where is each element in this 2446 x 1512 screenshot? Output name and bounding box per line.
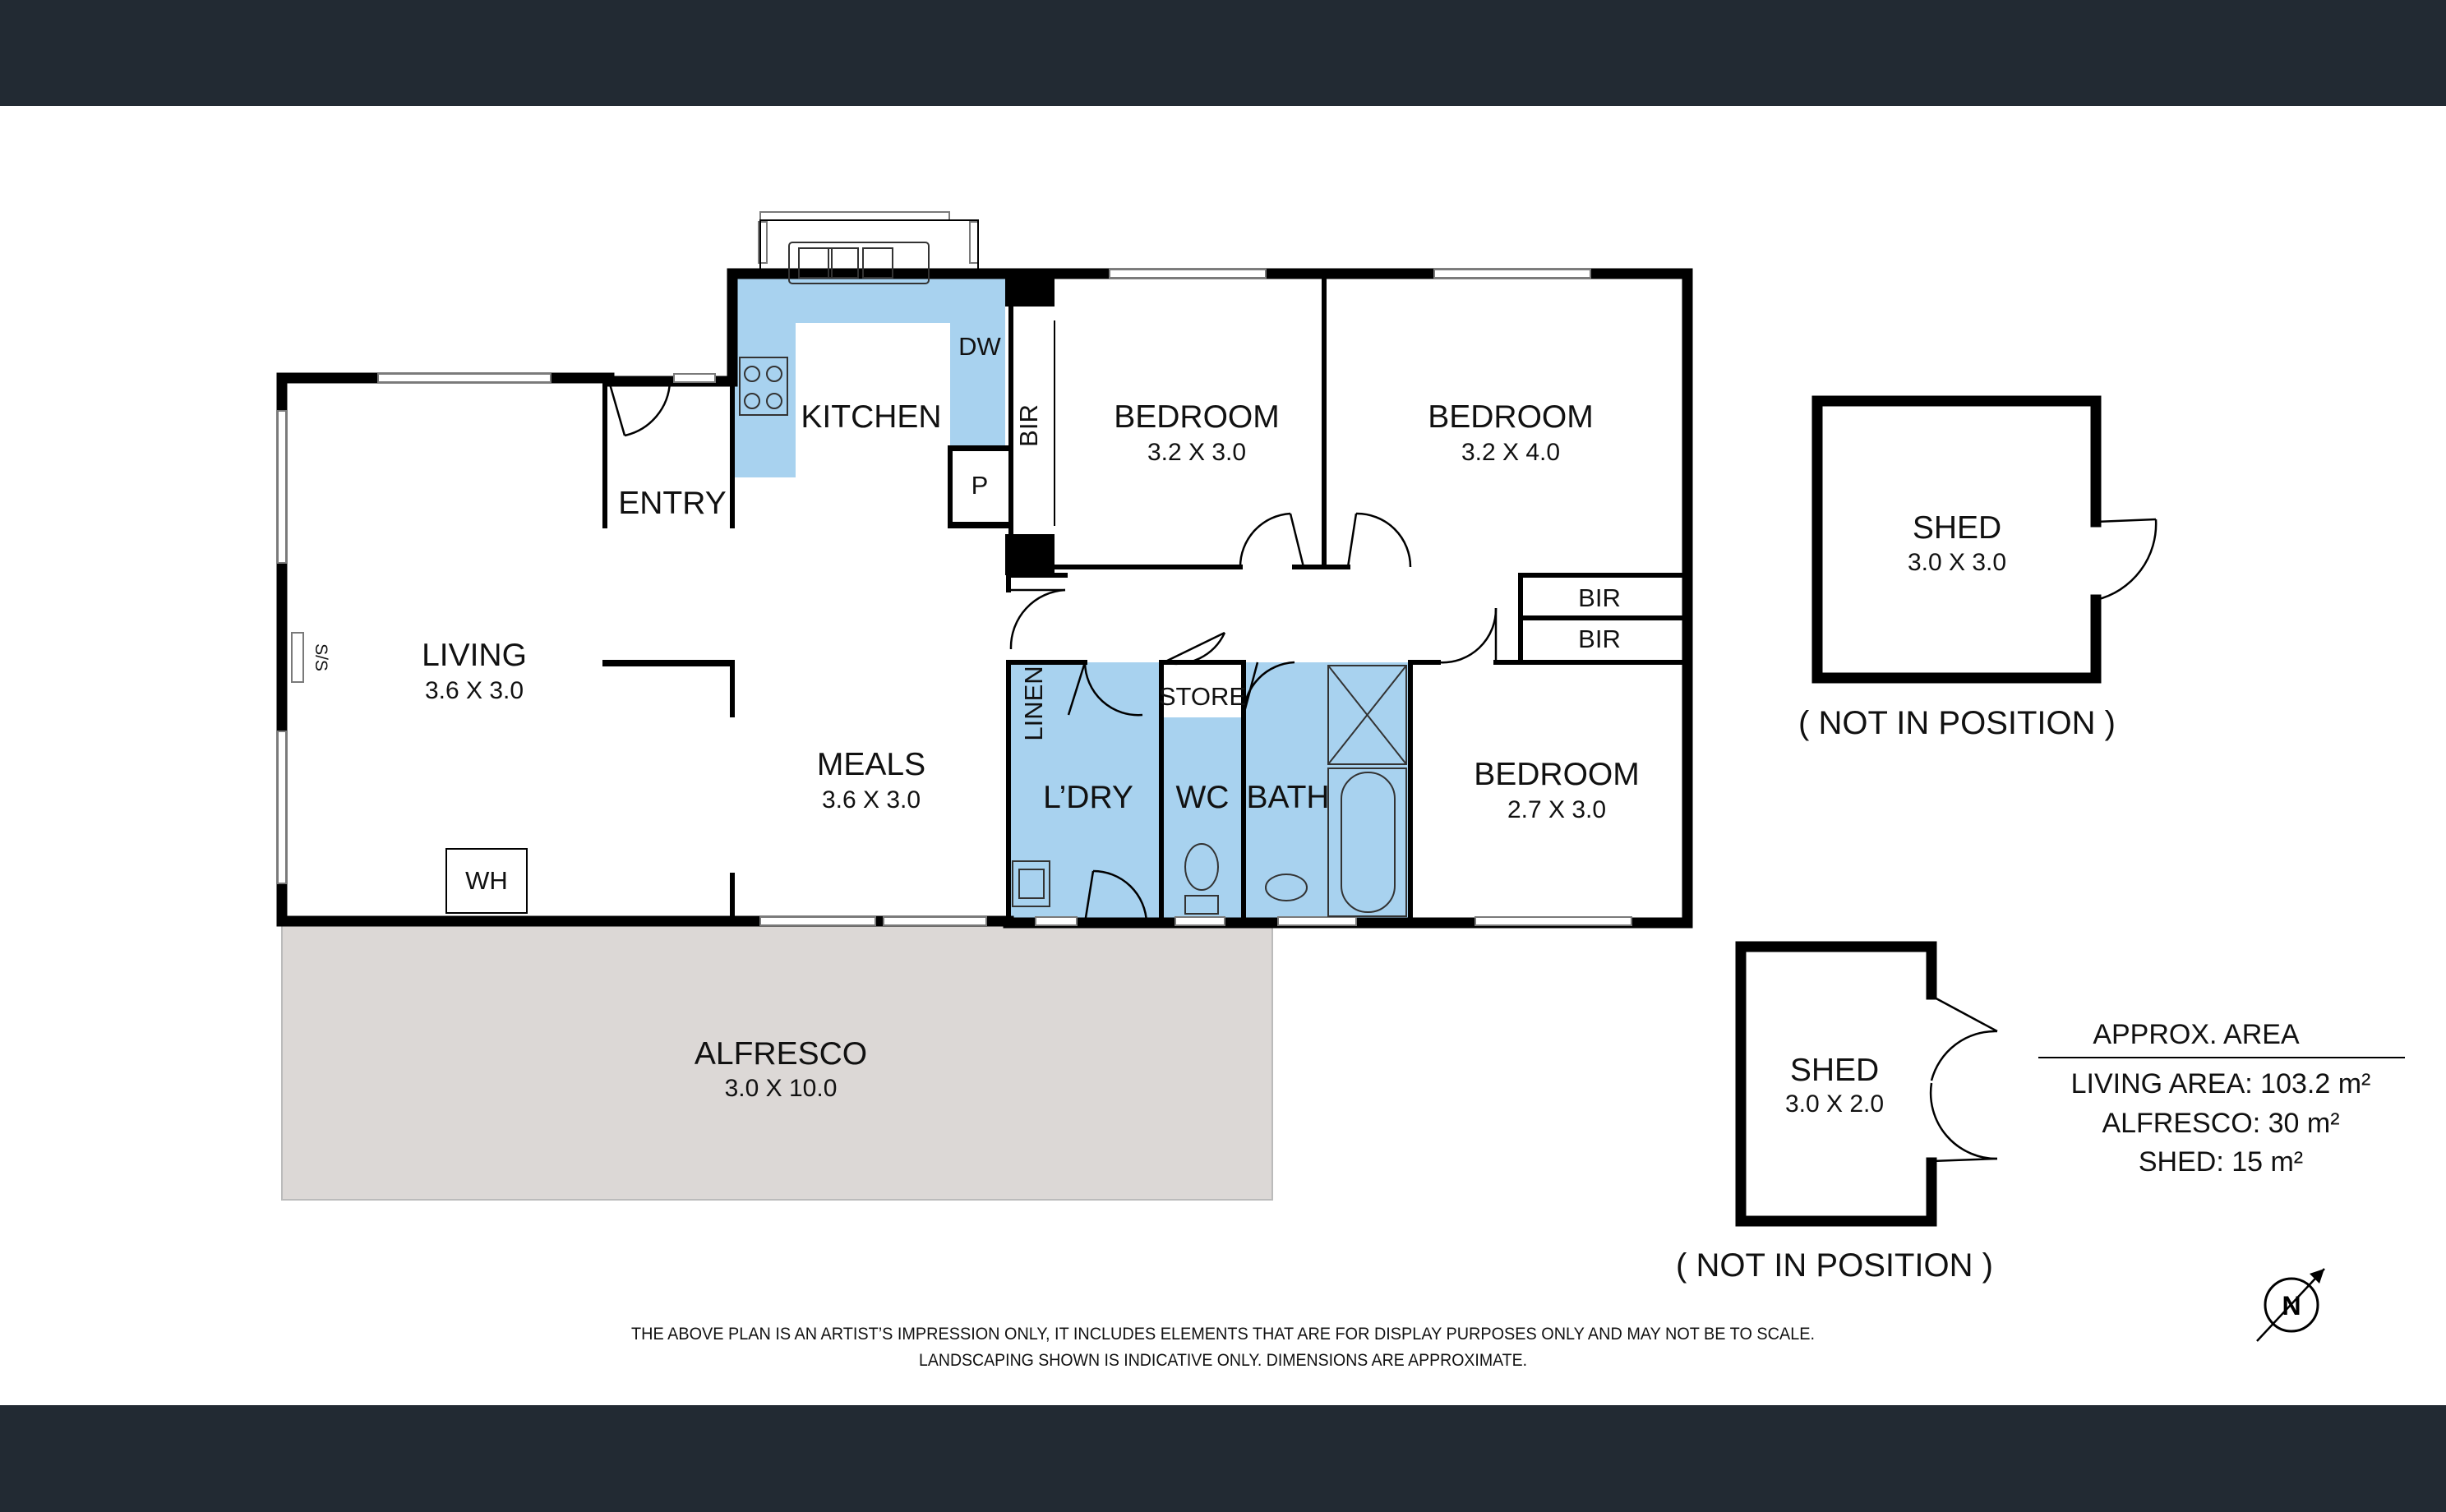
shed-1-dims: 3.0 X 3.0 [1908,549,2006,576]
water-heater-box [445,848,528,914]
north-compass-icon [2256,1268,2325,1342]
approx-area-heading: APPROX. AREA [2093,1019,2300,1050]
shed-2-dims: 3.0 X 2.0 [1785,1090,1884,1118]
shed-2-note: ( NOT IN POSITION ) [1676,1247,1993,1284]
shed-1 [1811,395,2158,684]
pantry-label: P [971,471,989,500]
laundry-trough-icon [1012,860,1050,907]
bedroom-2-label: BEDROOM [1428,399,1594,435]
shed-2-label: SHED [1790,1053,1879,1088]
entry-label: ENTRY [618,486,726,521]
wc-area [1161,717,1244,928]
pier-block [1005,534,1055,575]
cooktop-icon [739,357,788,416]
bedroom-2-dims: 3.2 X 4.0 [1461,439,1560,466]
store-label: STORE [1159,682,1246,711]
bedroom-3-dims: 2.7 X 3.0 [1507,796,1606,823]
linen-label: LINEN [1019,666,1048,740]
bathtub-icon [1327,768,1407,917]
meals-label: MEALS [817,747,925,782]
bedroom-1-dims: 3.2 X 3.0 [1147,439,1246,466]
bedroom-3-label: BEDROOM [1474,757,1640,792]
bath-area [1244,662,1410,928]
disclaimer-line-1: THE ABOVE PLAN IS AN ARTIST’S IMPRESSION… [631,1325,1815,1344]
approx-area-shed: SHED: 15 m² [2139,1146,2303,1178]
bir-label-upper: BIR [1578,583,1621,612]
alfresco-label: ALFRESCO [695,1036,867,1072]
kitchen-bay [759,219,979,274]
sink-icon [788,242,930,284]
approx-area-alfresco: ALFRESCO: 30 m² [2102,1108,2339,1139]
linen-cupboard [1008,662,1058,744]
bir-label-vertical: BIR [1014,404,1043,447]
compass-letter: N [2282,1291,2301,1321]
meals-dims: 3.6 X 3.0 [822,786,921,814]
living-label: LIVING [422,638,527,673]
store-cupboard [1161,662,1244,717]
kitchen-benches [732,274,1005,477]
bath-label: BATH [1246,780,1329,815]
shower-icon [1327,665,1407,765]
toilet-icon [1184,843,1219,915]
alfresco-dims: 3.0 X 10.0 [725,1075,838,1102]
header-band [0,0,2446,106]
alfresco-area [281,920,1273,1201]
pantry-box [949,449,1010,523]
wc-label: WC [1176,780,1230,815]
disclaimer-line-2: LANDSCAPING SHOWN IS INDICATIVE ONLY. DI… [919,1351,1527,1370]
water-heater-label: WH [465,866,508,895]
bedroom-1-label: BEDROOM [1114,399,1280,435]
shed-1-note: ( NOT IN POSITION ) [1798,705,2116,741]
windows [277,211,1632,926]
approx-area-living: LIVING AREA: 103.2 m² [2071,1068,2371,1099]
shed-1-label: SHED [1913,510,2001,546]
kitchen-label: KITCHEN [801,399,941,435]
dishwasher-label: DW [958,332,1001,361]
basin-icon [1265,874,1308,901]
doors [607,380,1677,924]
laundry-label: L’DRY [1043,780,1133,815]
living-dims: 3.6 X 3.0 [425,677,524,704]
footer-band [0,1405,2446,1512]
pier-block [1005,274,1055,307]
bir-label-lower: BIR [1578,625,1621,653]
shed-2 [1735,941,1998,1227]
ss-label: S/S [312,643,330,671]
